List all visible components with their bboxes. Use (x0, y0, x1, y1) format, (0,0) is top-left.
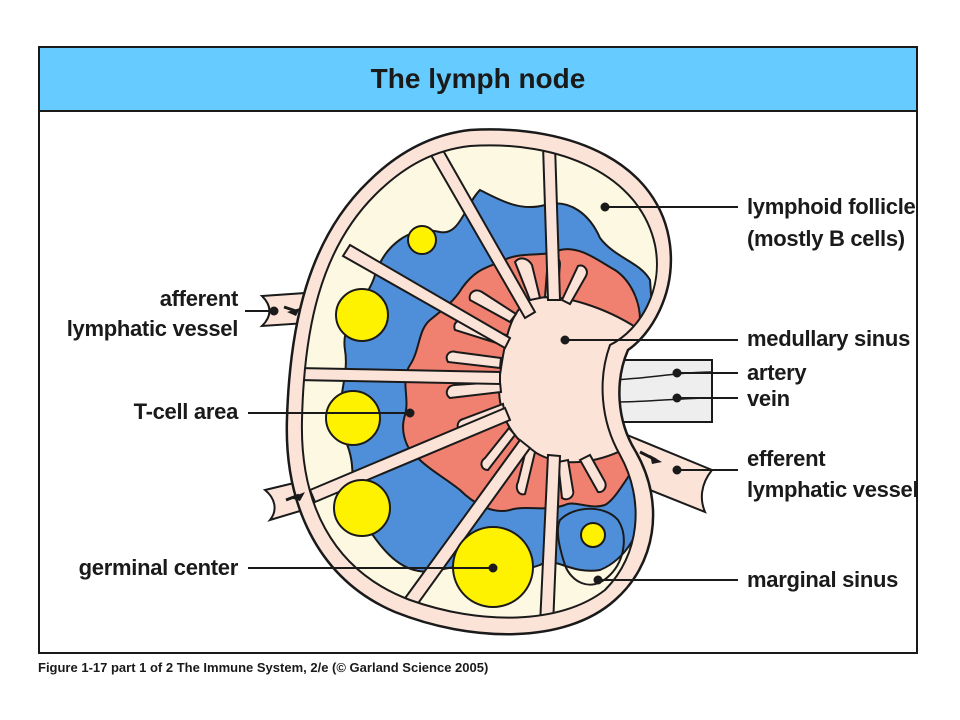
label-t-cell-area: T-cell area (133, 399, 239, 424)
follicle (333, 479, 391, 537)
label-medullary-sinus: medullary sinus (747, 326, 911, 351)
label-afferent-vessel: lymphatic vessel (66, 316, 239, 341)
label-efferent: efferent (747, 446, 826, 471)
subcapsular-outline (300, 144, 658, 619)
label-lymphoid-follicle: lymphoid follicle (747, 194, 916, 219)
label-marginal-sinus: marginal sinus (747, 567, 899, 592)
leader-lines (245, 202, 738, 585)
title-bar: The lymph node (40, 48, 916, 112)
label-afferent: afferent (159, 286, 239, 311)
label-vein: vein (747, 386, 790, 411)
figure-caption: Figure 1-17 part 1 of 2 The Immune Syste… (38, 660, 489, 675)
label-lymphoid-follicle-sub: (mostly B cells) (747, 226, 905, 251)
follicle (335, 288, 389, 342)
trabeculae (301, 145, 562, 618)
follicle (407, 225, 437, 255)
follicle (580, 522, 606, 548)
follicle (325, 390, 381, 446)
label-artery: artery (747, 360, 807, 385)
marginal-sinus-region (556, 507, 625, 586)
label-efferent-vessel: lymphatic vessel (747, 477, 919, 502)
label-germinal-center: germinal center (78, 555, 239, 580)
figure-title: The lymph node (370, 63, 586, 94)
blood-vessels (614, 359, 713, 423)
flow-arrows (283, 305, 662, 502)
